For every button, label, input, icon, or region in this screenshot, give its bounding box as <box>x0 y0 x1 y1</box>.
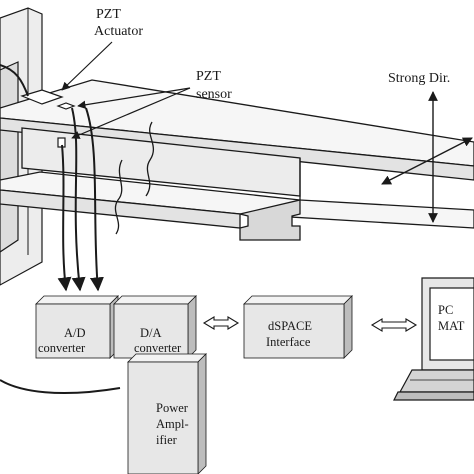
dspace-pc-double-arrow <box>370 318 418 332</box>
ad-label-2: converter <box>38 341 86 355</box>
dspace-interface-box <box>243 295 353 359</box>
pc-monitor <box>393 277 474 401</box>
wires <box>0 64 121 395</box>
pzt-actuator-label-2: Actuator <box>94 24 143 39</box>
da-label-1: D/A <box>140 326 162 340</box>
dspace-label-1: dSPACE <box>268 319 312 333</box>
pzt-sensor-label-1: PZT <box>196 69 221 84</box>
power-amplifier-box <box>127 353 207 474</box>
i-beam <box>0 79 474 241</box>
ad-label-1: A/D <box>64 326 86 340</box>
strong-dir-label: Strong Dir. <box>388 71 450 86</box>
pc-label-2: MAT <box>438 319 465 333</box>
ad-converter-box <box>35 295 119 359</box>
da-dspace-double-arrow <box>202 316 240 330</box>
da-converter-box <box>113 295 197 359</box>
direction-arrows <box>381 91 473 223</box>
da-label-2: converter <box>134 341 182 355</box>
pzt-actuator-label-1: PZT <box>96 7 121 22</box>
power-label-1: Power <box>156 401 189 415</box>
pzt-sensor-label-2: sensor <box>196 87 232 102</box>
leader-lines <box>61 41 191 139</box>
pzt-actuator-patch <box>20 89 64 105</box>
pc-label-1: PC <box>438 303 453 317</box>
beam-break-lines <box>114 121 155 235</box>
power-label-3: ifier <box>156 433 178 447</box>
power-label-2: Ampl- <box>156 417 189 431</box>
dspace-label-2: Interface <box>266 335 311 349</box>
pzt-sensor-patch <box>56 102 76 110</box>
